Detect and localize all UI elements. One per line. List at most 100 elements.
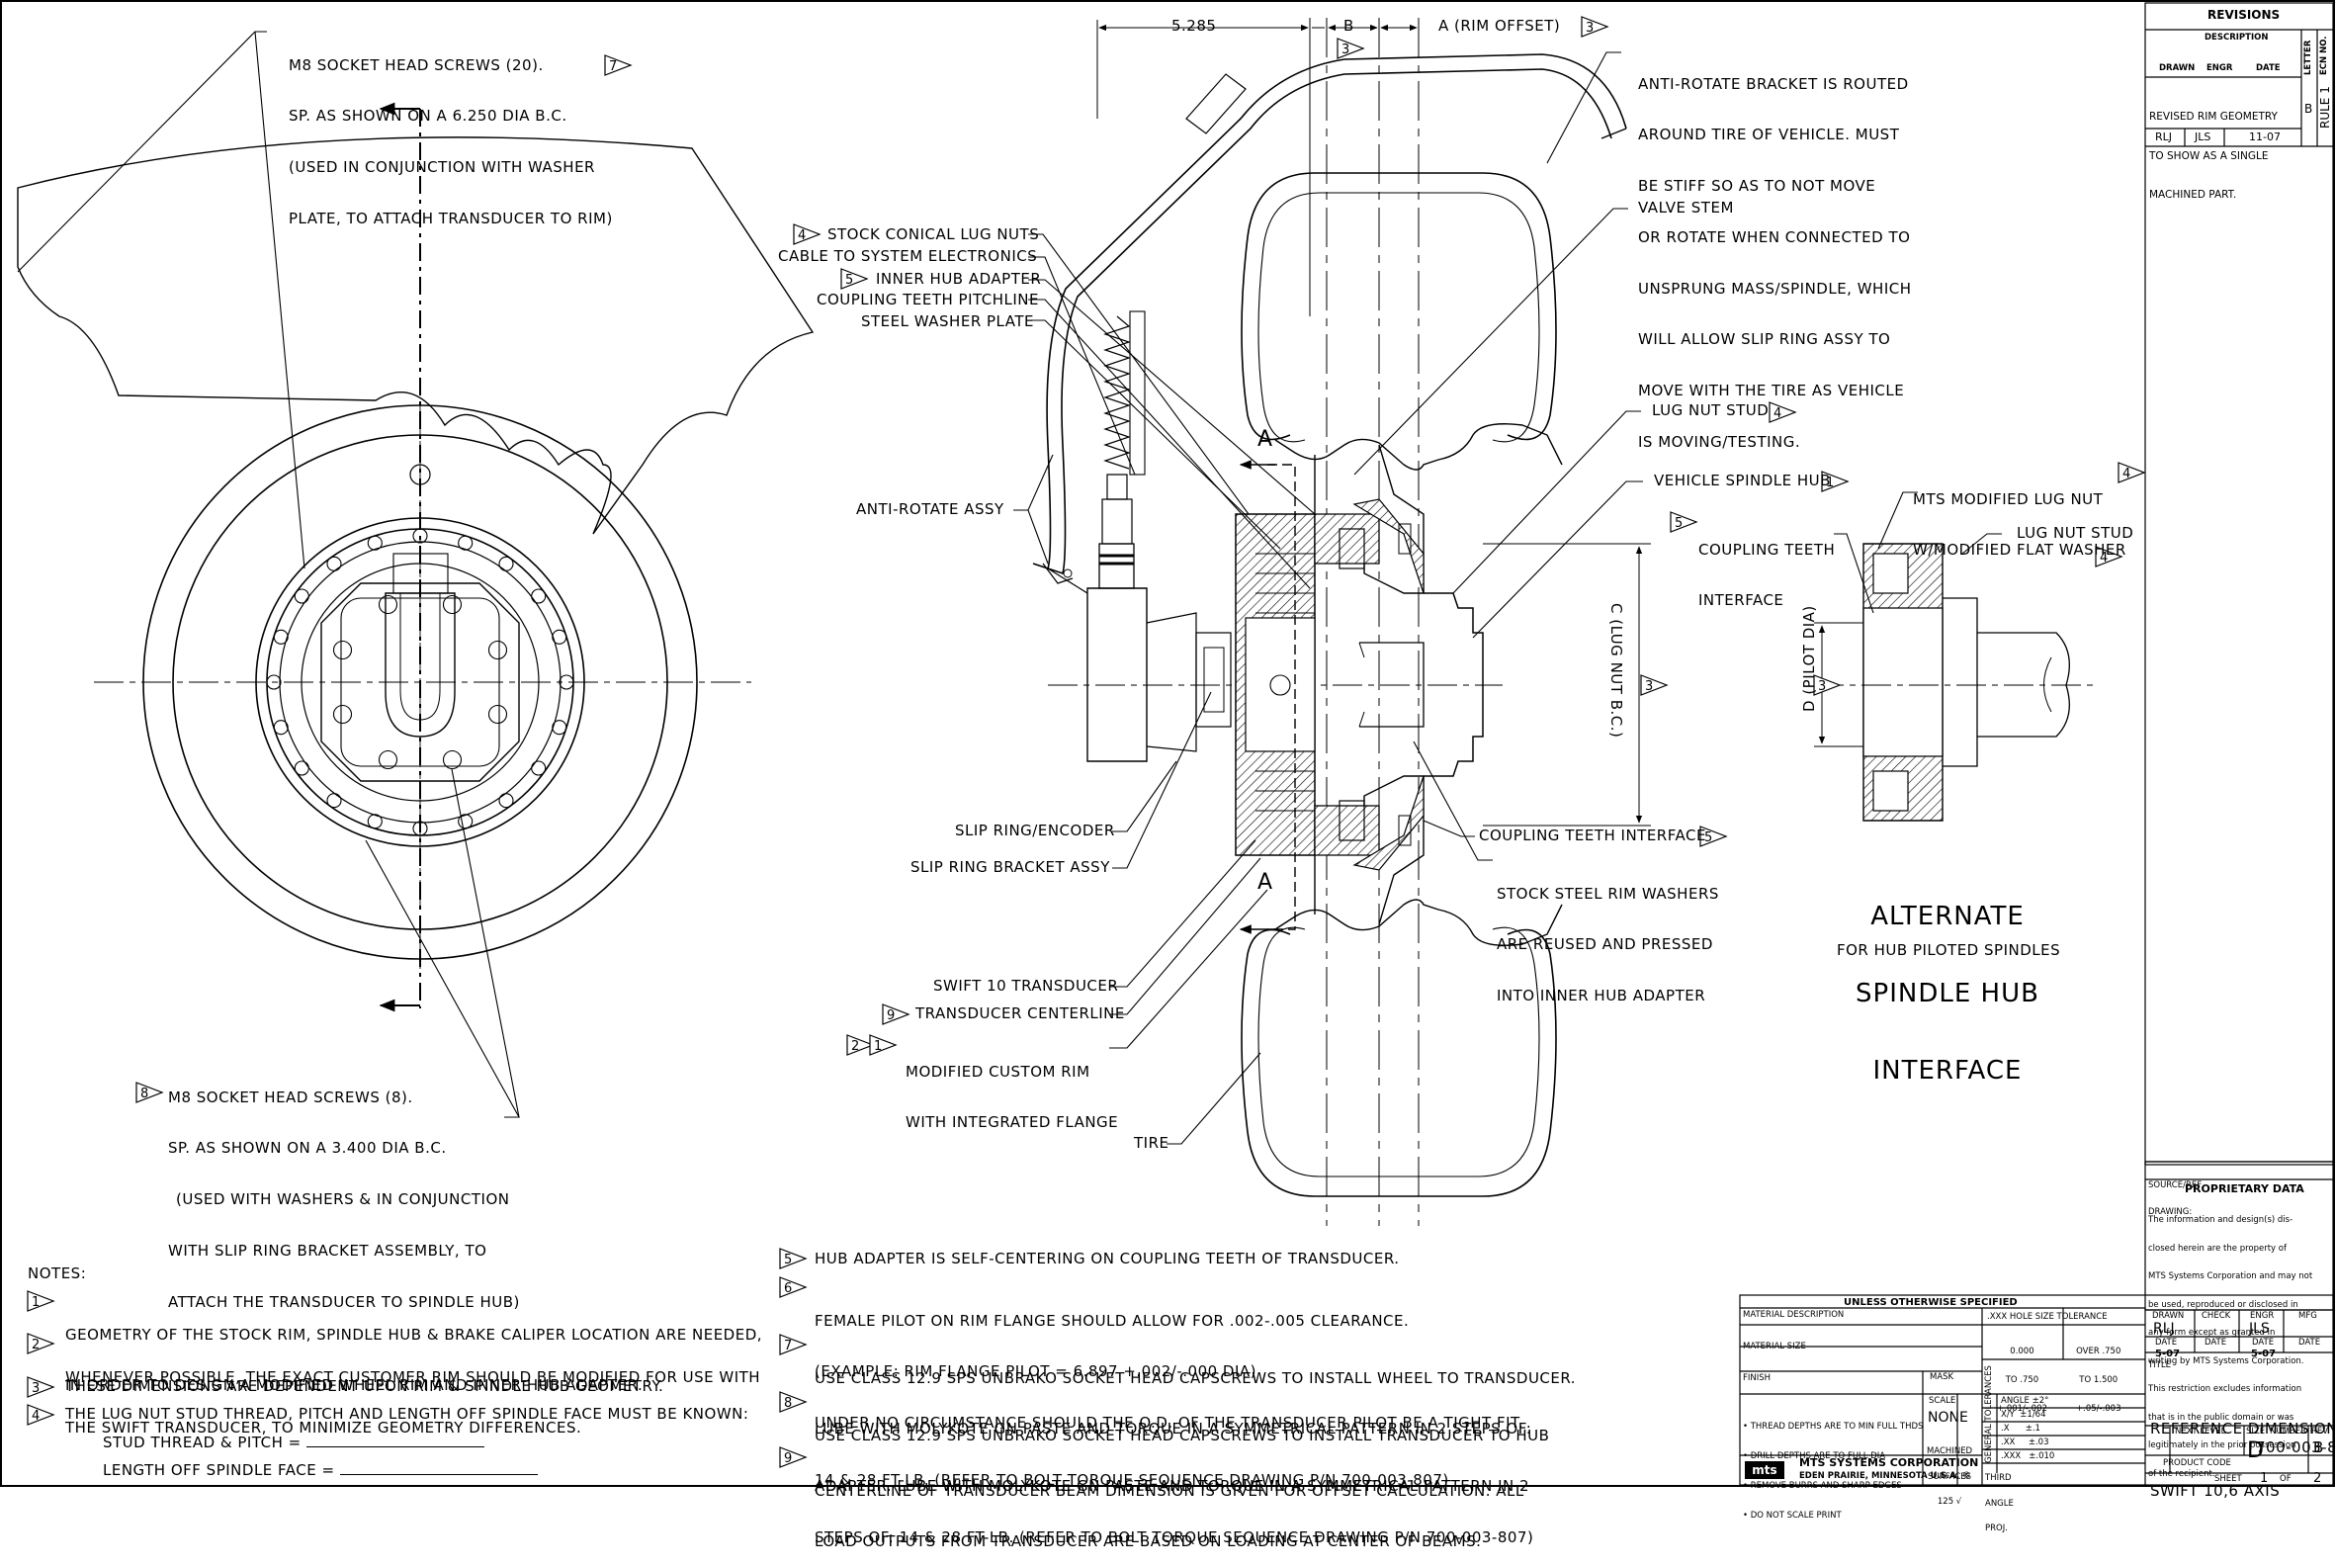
label-alt-coupling: COUPLING TEETH INTERFACE (1698, 540, 1836, 610)
flag-note-1: 1 (27, 1290, 55, 1312)
length-off-field: LENGTH OFF SPINDLE FACE = (103, 1461, 538, 1479)
flag-triangle (1821, 471, 1850, 492)
flag-number: 7 (784, 1339, 792, 1353)
rev-letter-value: B (2304, 102, 2313, 116)
flag-note-3: 3 (27, 1376, 55, 1398)
tb-engr-label: ENGR (2250, 1311, 2275, 1321)
flag-triangle (779, 1334, 808, 1355)
flag-note-4: 4 (2095, 546, 2123, 567)
alternate-hub-view (1814, 491, 2096, 822)
rim-bolt-hole (559, 674, 574, 690)
flag-note-2: 2 (27, 1333, 55, 1354)
flag-number: 2 (851, 1039, 859, 1054)
revisions-title: REVISIONS (2207, 8, 2281, 22)
mts-logo: mts (1745, 1461, 1784, 1479)
note-2: WHENEVER POSSIBLE, THE EXACT CUSTOMER RI… (65, 1367, 761, 1437)
tb-title-label: TITLE (2148, 1360, 2171, 1370)
tb-rev-label: REV (2311, 1427, 2329, 1437)
rim-bolt-hole (412, 821, 428, 836)
label-lug-nut-stud: LUG NUT STUD (1652, 401, 1770, 419)
hub-bolt-hole (332, 704, 353, 725)
tb-angle: ANGLE ±2° (2001, 1396, 2049, 1406)
label-stock-rim-washers: STOCK STEEL RIM WASHERS ARE REUSED AND P… (1497, 884, 1719, 1004)
rim-bolt-hole (412, 528, 428, 544)
flag-triangle (1813, 674, 1842, 696)
rim-bolt-hole (294, 760, 309, 776)
flag-number: 1 (874, 1039, 882, 1054)
flag-note-3: 3 (1640, 674, 1669, 696)
hub-bolt-hole (487, 640, 508, 660)
flag-number: 5 (1675, 516, 1683, 531)
bolt-circles (266, 528, 574, 836)
tb-sheet-number: 1 (2260, 1471, 2269, 1486)
note-4: THE LUG NUT STUD THREAD, PITCH AND LENGT… (65, 1405, 749, 1423)
note-7: USE CLASS 12.9 SPS UNBRAKO SOCKET HEAD C… (815, 1368, 1577, 1489)
rev-date-header: DATE (2256, 63, 2281, 73)
flag-number: 5 (784, 1253, 792, 1267)
tb-frac: X/Y ±1/64 (2001, 1410, 2046, 1420)
rim-bolt-hole (552, 629, 567, 645)
rim-bolt-hole (294, 588, 309, 604)
rev-letter-header: LETTER (2303, 40, 2313, 75)
flag-note-1: 1 (869, 1034, 898, 1056)
rim-bolt-hole (326, 793, 342, 809)
sheet-border (0, 0, 2335, 1487)
hub-octagon (320, 582, 520, 782)
flag-note-9: 9 (882, 1003, 910, 1025)
tb-date-label-4: DATE (2298, 1338, 2321, 1348)
tb-drawn-label: DRAWN (2152, 1311, 2185, 1321)
hub-adapter (1352, 498, 1425, 594)
label-cable: CABLE TO SYSTEM ELECTRONICS (778, 247, 1038, 265)
tb-unless: UNLESS OTHERWISE SPECIFIED (1844, 1297, 2018, 1308)
flag-number: 3 (1341, 43, 1349, 57)
tb-company: MTS SYSTEMS CORPORATION (1799, 1456, 1979, 1469)
tb-engr-date: 5-07 (2251, 1349, 2277, 1359)
rim-bolt-hole (458, 814, 474, 829)
tb-tol2: OVER .750 TO 1.500 +.05/-.003 (2076, 1346, 2121, 1415)
flag-triangle (1670, 511, 1698, 533)
rev-engr-value: JLS (2195, 131, 2211, 143)
flag-note-4: 4 (1769, 401, 1797, 423)
stud-thread-blank (305, 1446, 484, 1447)
tb-city: EDEN PRAIRIE, MINNESOTA U.S.A. © (1799, 1471, 1971, 1481)
flag-number: 4 (2100, 551, 2108, 566)
flag-note-3: 3 (1813, 674, 1842, 696)
flag-note-3: 3 (1337, 38, 1365, 59)
flag-note-5: 5 (840, 268, 869, 290)
flag-number: 5 (1704, 830, 1712, 845)
tb-tol1: 0.000 TO .750 +.001/-.002 (1997, 1346, 2047, 1415)
drawing-number: 700-003-857 (2256, 1438, 2335, 1456)
section-mark-a-top: A (1257, 427, 1273, 452)
tb-size-value: D (2247, 1438, 2264, 1463)
flag-note-1: 1 (1821, 471, 1850, 492)
flag-note-7: 7 (604, 54, 633, 76)
rev-drawn-header: DRAWN (2159, 63, 2196, 73)
rev-description: REVISED RIM GEOMETRY TO SHOW AS A SINGLE… (2149, 111, 2278, 201)
note-5: HUB ADAPTER IS SELF-CENTERING ON COUPLIN… (815, 1250, 1400, 1267)
flag-number: 3 (32, 1381, 40, 1396)
tb-date-label-2: DATE (2205, 1338, 2227, 1348)
flag-note-4: 4 (2118, 462, 2146, 483)
tb-finish: FINISH (1743, 1373, 1772, 1383)
rev-ecn-header: ECN NO. (2319, 36, 2329, 76)
tb-x3: .XXX ±.010 (2001, 1451, 2055, 1461)
tb-sheet-total: 2 (2313, 1471, 2322, 1486)
flag-triangle (1581, 16, 1609, 38)
flag-triangle (604, 54, 633, 76)
rim-bolt-hole (326, 556, 342, 571)
flag-triangle (779, 1248, 808, 1269)
flag-triangle (840, 268, 869, 290)
tb-rev-value: B (2313, 1438, 2324, 1456)
rim-bolt-hole (552, 720, 567, 736)
label-swift-transducer: SWIFT 10 TRANSDUCER (933, 977, 1119, 995)
hub-bolt-hole (442, 594, 463, 615)
front-view (17, 102, 815, 1012)
flag-triangle (27, 1404, 55, 1426)
flag-triangle (27, 1376, 55, 1398)
rim-bolt-hole (458, 535, 474, 551)
tb-third-angle: THIRD ANGLE PROJ. (1985, 1473, 2014, 1533)
tb-check-label: CHECK (2202, 1311, 2231, 1321)
tb-mask: MASK (1930, 1372, 1954, 1382)
rim-bolt-hole (273, 720, 289, 736)
